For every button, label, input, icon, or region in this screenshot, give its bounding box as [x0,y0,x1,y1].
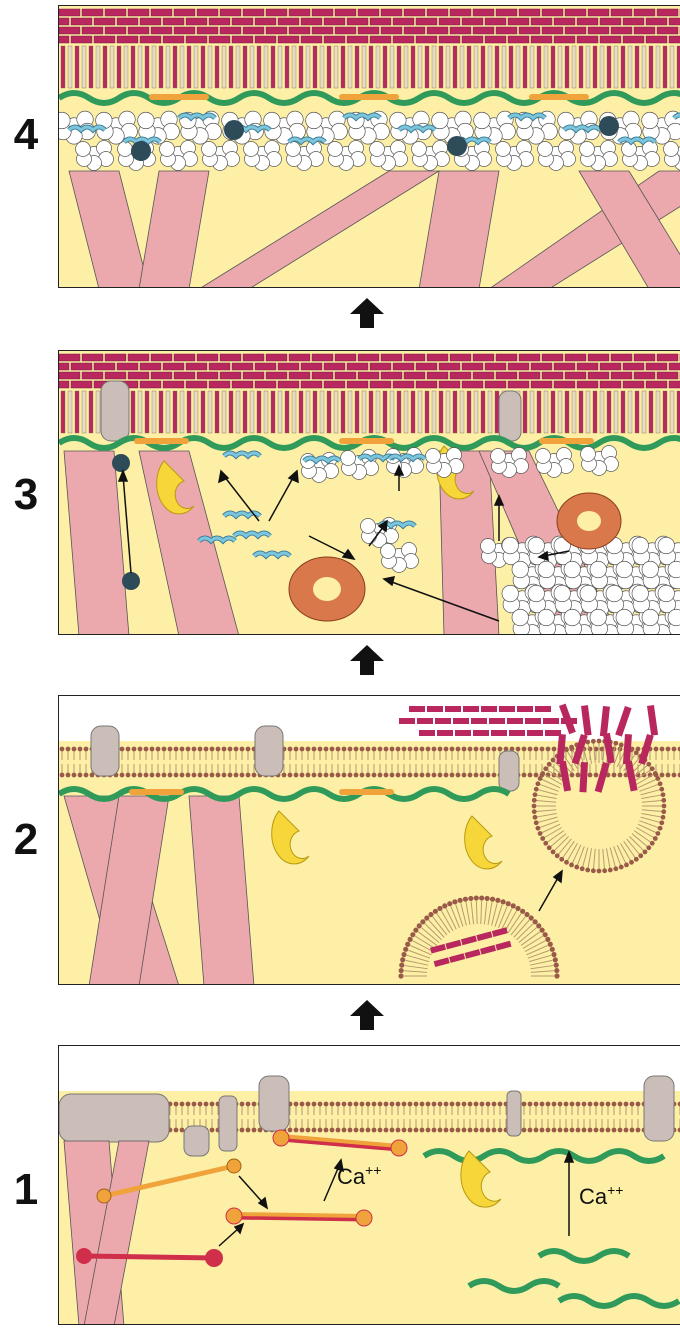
membrane-protein [91,726,119,776]
orange-protein [149,94,209,100]
up-arrow-icon [350,645,384,675]
stage-label-4: 4 [0,110,52,160]
dark-sphere [599,116,619,136]
lipid-bilayer [61,46,680,88]
orange-protein [339,94,399,100]
orange-protein [539,438,594,444]
orange-protein [529,94,589,100]
membrane-protein [644,1076,674,1141]
membrane-protein [255,726,283,776]
orange-protein [134,438,189,444]
stage-label-1: 1 [0,1165,52,1215]
lipid-bilayer [61,391,680,433]
dark-sphere [131,141,151,161]
up-arrow-icon [350,298,384,328]
membrane-protein [507,1091,521,1136]
dark-sphere [122,572,140,590]
up-arrow-icon [350,1000,384,1030]
dark-sphere [447,136,467,156]
membrane-protein [219,1096,237,1151]
membrane-protein [499,751,519,791]
membrane-protein [101,381,129,441]
membrane-protein [499,391,521,441]
stage-2-panel [58,695,680,985]
stage-label-2: 2 [0,815,52,865]
orange-protein [339,438,394,444]
membrane-protein [259,1076,289,1131]
dark-sphere [112,454,130,472]
stage-1-panel: Ca++ Ca++ [58,1045,680,1325]
stage-3-panel [58,350,680,635]
membrane-protein [184,1126,209,1156]
membrane-protein [59,1094,169,1142]
stage-4-panel [58,5,680,288]
orange-protein [129,789,184,795]
stage-label-3: 3 [0,470,52,520]
orange-protein [339,789,394,795]
dark-sphere [224,120,244,140]
